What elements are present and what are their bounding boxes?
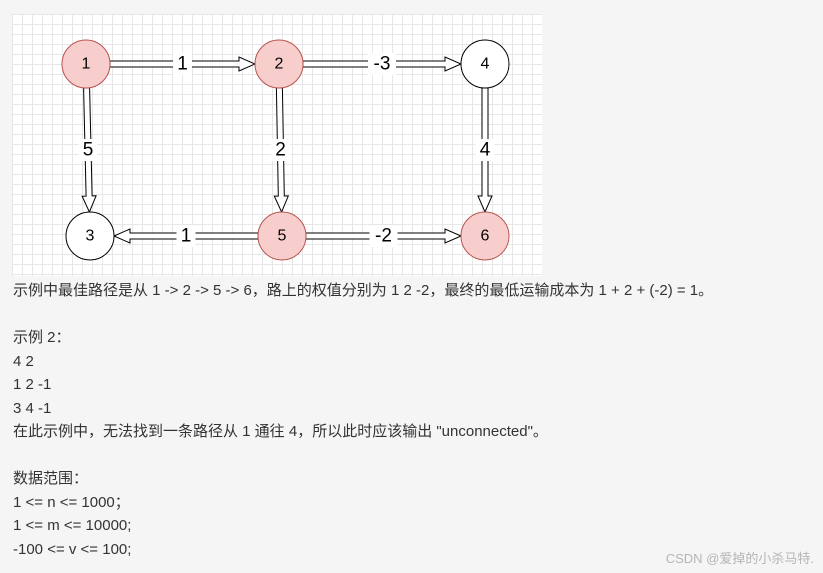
node-label: 1 [82, 56, 91, 73]
edge-weight-label: 1 [177, 54, 188, 75]
edge-label-bg [369, 225, 398, 247]
edge-weight-label: 1 [181, 226, 192, 247]
edge-weight-label: 4 [480, 140, 491, 161]
example2-line2: 1 2 -1 [13, 376, 52, 393]
node-label: 6 [481, 228, 490, 245]
edge-1-2: 1 [109, 53, 257, 75]
graph-svg: 1 -3 5 2 4 1 -2 1 2 4 3 5 6 [61, 39, 510, 261]
explanation-text: 示例中最佳路径是从 1 -> 2 -> 5 -> 6，路上的权值分别为 1 2 … [13, 282, 714, 299]
edge-5-3: 1 [112, 225, 259, 247]
edge-weight-label: 5 [83, 140, 94, 161]
node-2: 2 [254, 39, 304, 89]
edge-label-bg [271, 139, 290, 161]
node-circle [460, 211, 510, 261]
edges-layer: 1 -3 5 2 4 1 -2 [78, 53, 495, 247]
range-n: 1 <= n <= 1000； [13, 493, 130, 511]
edge-label-bg [475, 139, 495, 161]
node-label: 5 [278, 228, 287, 245]
node-3: 3 [65, 211, 115, 261]
range-title: 数据范围： [13, 470, 89, 487]
node-circle [257, 211, 307, 261]
node-5: 5 [257, 211, 307, 261]
edge-weight-label: -2 [375, 226, 392, 247]
edge-weight-label: -3 [374, 54, 391, 75]
node-label: 4 [481, 56, 490, 73]
node-circle [61, 39, 111, 89]
range-v: -100 <= v <= 100; [13, 540, 132, 558]
node-label: 2 [275, 56, 284, 73]
edge-label-bg [173, 53, 192, 75]
edge-2-4: -3 [302, 53, 463, 75]
edge-2-5: 2 [271, 87, 290, 214]
example2-note: 在此示例中，无法找到一条路径从 1 通往 4，所以此时应该输出 "unconne… [13, 423, 548, 440]
node-label: 3 [86, 228, 95, 245]
edge-label-bg [176, 225, 196, 247]
example2-line1: 4 2 [13, 352, 34, 370]
edge-label-bg [78, 139, 98, 161]
example2-line3: 3 4 -1 [13, 399, 52, 417]
edge-1-3: 5 [78, 87, 98, 214]
node-circle [65, 211, 115, 261]
edge-label-bg [368, 53, 396, 75]
problem-text: 示例中最佳路径是从 1 -> 2 -> 5 -> 6，路上的权值分别为 1 2 … [13, 279, 803, 561]
blank-line [13, 303, 803, 327]
node-1: 1 [61, 39, 111, 89]
edge-weight-label: 2 [275, 140, 286, 161]
edge-4-6: 4 [475, 87, 495, 214]
node-circle [254, 39, 304, 89]
blank-line [13, 444, 803, 468]
graph-diagram: 1 -3 5 2 4 1 -2 1 2 4 3 5 6 [12, 14, 542, 276]
node-4: 4 [460, 39, 510, 89]
node-circle [460, 39, 510, 89]
node-6: 6 [460, 211, 510, 261]
watermark: CSDN @爱掉的小杀马特. [665, 551, 814, 566]
edge-5-6: -2 [305, 225, 463, 247]
example2-title: 示例 2： [13, 329, 71, 346]
nodes-layer: 1 2 4 3 5 6 [61, 39, 510, 261]
range-m: 1 <= m <= 10000; [13, 517, 132, 534]
